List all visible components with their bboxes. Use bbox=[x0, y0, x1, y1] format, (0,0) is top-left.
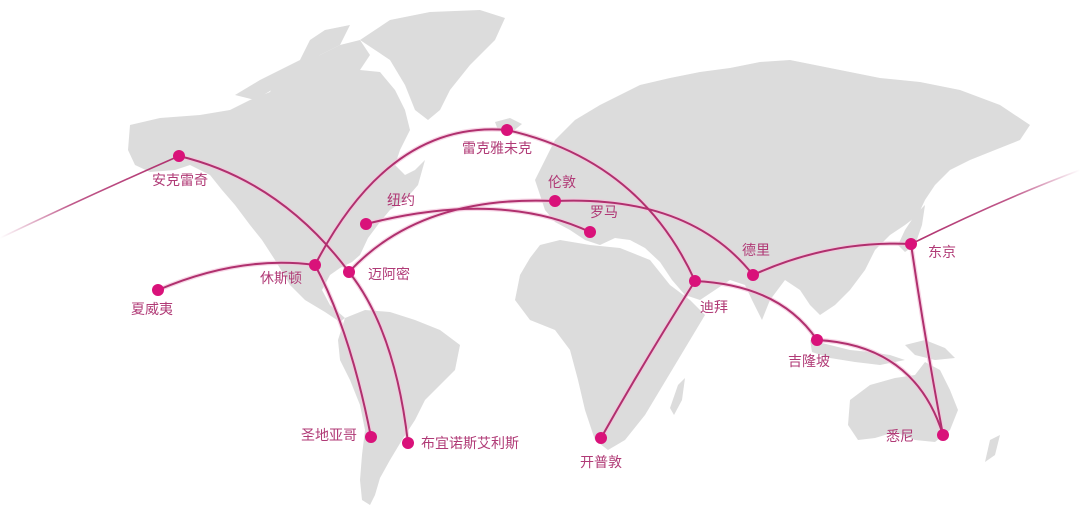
label-london: 伦敦 bbox=[548, 175, 576, 191]
dot-rome[interactable] bbox=[584, 226, 596, 238]
dot-houston[interactable] bbox=[309, 259, 321, 271]
greenland bbox=[360, 10, 505, 120]
route-singapore-sydney bbox=[816, 339, 944, 436]
dot-santiago[interactable] bbox=[365, 431, 377, 443]
label-singapore: 吉隆坡 bbox=[788, 354, 830, 370]
dot-london[interactable] bbox=[549, 195, 561, 207]
dot-reykjavik[interactable] bbox=[501, 124, 513, 136]
route-tokyo-sydney bbox=[910, 243, 944, 436]
label-reykjavik: 雷克雅未克 bbox=[462, 141, 532, 157]
route-anchorage-miami bbox=[178, 155, 350, 273]
label-miami: 迈阿密 bbox=[368, 267, 410, 283]
eurasia bbox=[535, 60, 1030, 320]
south-america bbox=[338, 310, 460, 505]
route-miami-london bbox=[348, 199, 556, 273]
route-new-york-rome bbox=[365, 207, 591, 233]
arctic-islands bbox=[235, 25, 350, 100]
africa bbox=[515, 240, 705, 450]
routes bbox=[0, 127, 1080, 444]
new-zealand bbox=[985, 435, 1000, 462]
route-tokyo-east-edge bbox=[910, 169, 1080, 245]
dot-hawaii[interactable] bbox=[152, 284, 164, 296]
route-delhi-tokyo bbox=[752, 242, 912, 276]
label-houston: 休斯顿 bbox=[260, 271, 302, 287]
dot-anchorage[interactable] bbox=[173, 150, 185, 162]
dot-tokyo[interactable] bbox=[905, 238, 917, 250]
city-dots bbox=[152, 124, 949, 449]
route-houston-santiago bbox=[314, 264, 372, 438]
route-dubai-singapore bbox=[694, 280, 818, 341]
label-new-york: 纽约 bbox=[387, 193, 415, 209]
dot-sydney[interactable] bbox=[937, 429, 949, 441]
label-buenos-aires: 布宜诺斯艾利斯 bbox=[421, 436, 519, 452]
dot-dubai[interactable] bbox=[689, 275, 701, 287]
label-anchorage: 安克雷奇 bbox=[152, 173, 208, 189]
label-cape-town: 开普敦 bbox=[580, 455, 622, 471]
indonesia bbox=[810, 340, 905, 365]
label-sydney: 悉尼 bbox=[886, 429, 914, 445]
label-tokyo: 东京 bbox=[928, 245, 956, 261]
dot-singapore[interactable] bbox=[811, 334, 823, 346]
dot-new-york[interactable] bbox=[360, 218, 372, 230]
label-dubai: 迪拜 bbox=[700, 300, 728, 316]
route-west-edge-anchorage bbox=[0, 155, 180, 239]
dot-buenos-aires[interactable] bbox=[402, 437, 414, 449]
route-miami-buenos-aires bbox=[348, 271, 409, 444]
label-hawaii: 夏威夷 bbox=[131, 302, 173, 318]
dot-delhi[interactable] bbox=[747, 269, 759, 281]
dot-cape-town[interactable] bbox=[595, 432, 607, 444]
japan bbox=[898, 205, 925, 252]
continents bbox=[128, 10, 1030, 505]
australia bbox=[848, 362, 958, 442]
label-rome: 罗马 bbox=[590, 205, 618, 221]
route-reykjavik-dubai bbox=[506, 129, 696, 282]
route-london-delhi bbox=[554, 199, 754, 276]
label-santiago: 圣地亚哥 bbox=[301, 428, 357, 444]
madagascar bbox=[670, 378, 685, 415]
route-hawaii-houston bbox=[157, 261, 316, 291]
route-dubai-cape-town bbox=[600, 280, 696, 439]
north-america bbox=[128, 40, 425, 322]
dot-miami[interactable] bbox=[343, 266, 355, 278]
route-houston-reykjavik bbox=[314, 128, 508, 266]
uk bbox=[540, 168, 556, 195]
label-delhi: 德里 bbox=[742, 243, 770, 259]
